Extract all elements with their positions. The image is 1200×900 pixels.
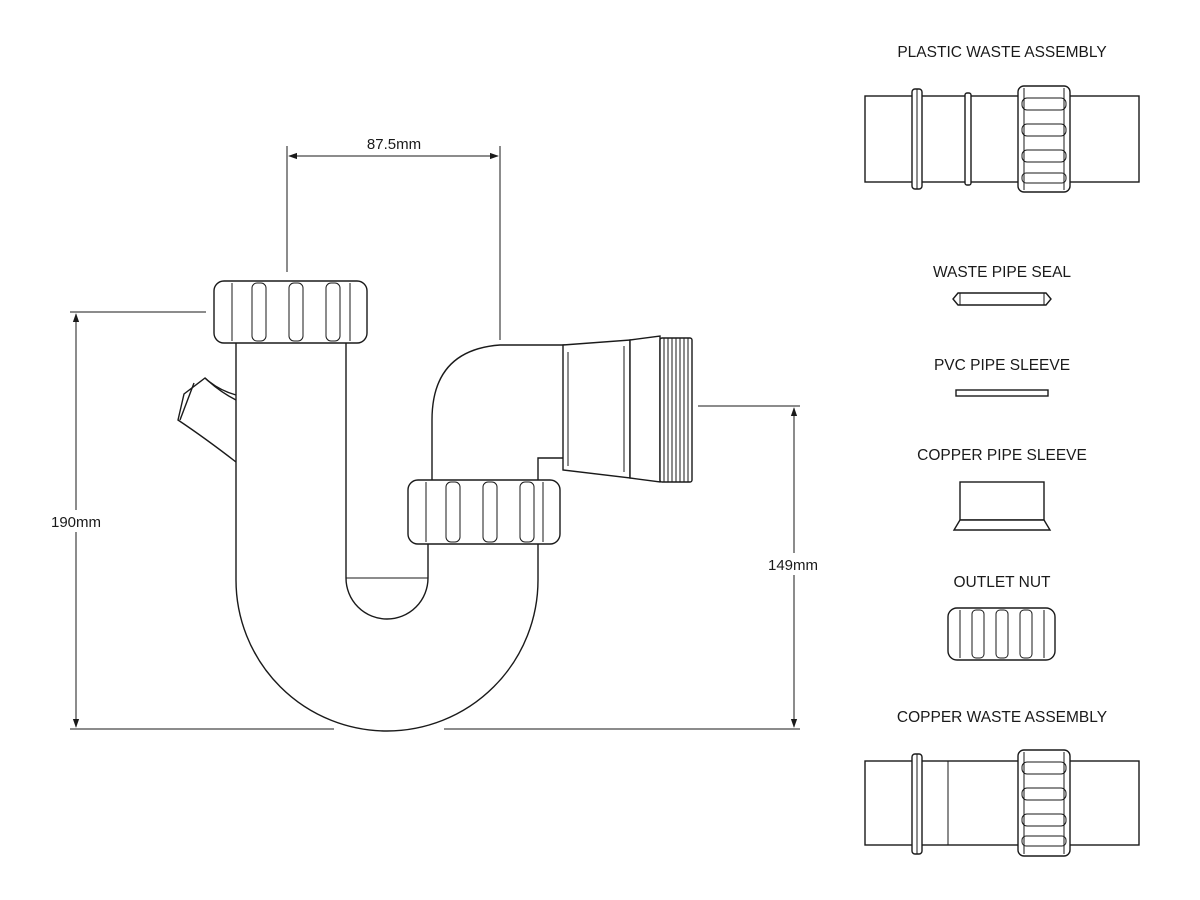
outlet-nut-label: OUTLET NUT xyxy=(953,574,1051,591)
pvc-pipe-sleeve: PVC PIPE SLEEVE xyxy=(934,357,1070,397)
dimension-outlet-height: 149mm xyxy=(698,405,826,728)
trap-drawing xyxy=(177,280,693,732)
dimension-width: 87.5mm xyxy=(286,136,501,340)
lower-nut xyxy=(407,479,561,545)
overflow-spigot xyxy=(177,377,237,463)
dimension-height: 190mm xyxy=(44,311,800,730)
copper-waste-assembly-label: COPPER WASTE ASSEMBLY xyxy=(897,709,1107,726)
trap-elbow xyxy=(431,344,565,481)
trap-u-body xyxy=(235,342,539,732)
copper-pipe-sleeve: COPPER PIPE SLEEVE xyxy=(917,447,1087,531)
waste-pipe-seal: WASTE PIPE SEAL xyxy=(933,264,1071,306)
plastic-waste-assembly-label: PLASTIC WASTE ASSEMBLY xyxy=(897,44,1106,61)
height-dimension-label: 190mm xyxy=(51,514,101,531)
width-dimension-label: 87.5mm xyxy=(367,136,421,153)
outlet-pipe xyxy=(562,335,661,483)
outlet-height-dimension-label: 149mm xyxy=(768,557,818,574)
top-nut xyxy=(213,280,368,344)
pvc-pipe-sleeve-label: PVC PIPE SLEEVE xyxy=(934,357,1070,374)
plastic-waste-assembly: PLASTIC WASTE ASSEMBLY xyxy=(864,44,1140,193)
outlet-thread xyxy=(659,337,693,483)
outlet-nut: OUTLET NUT xyxy=(947,574,1056,661)
waste-pipe-seal-label: WASTE PIPE SEAL xyxy=(933,264,1071,281)
copper-pipe-sleeve-label: COPPER PIPE SLEEVE xyxy=(917,447,1087,464)
copper-waste-assembly: COPPER WASTE ASSEMBLY xyxy=(864,709,1140,857)
